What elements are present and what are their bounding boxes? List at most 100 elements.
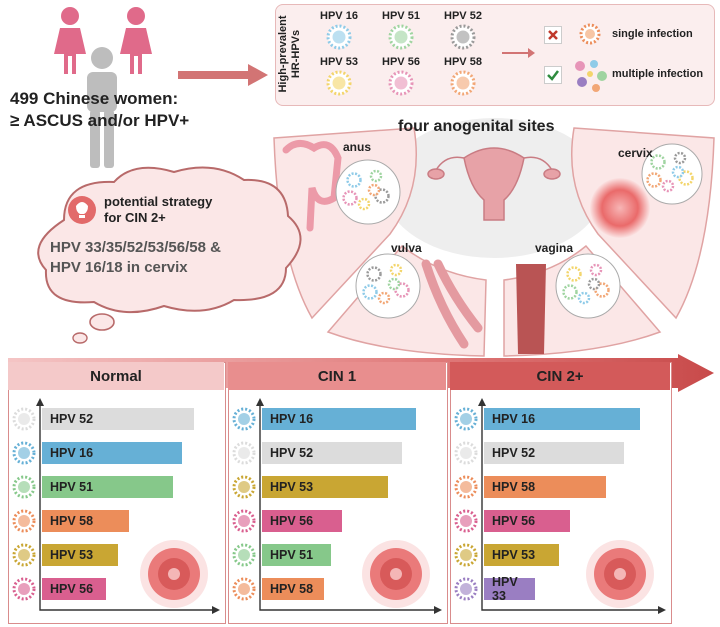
axis-line (259, 404, 436, 611)
virus-dot (577, 291, 591, 305)
chart-axes (256, 398, 442, 614)
bar: HPV 56 (262, 510, 342, 532)
bar: HPV 53 (262, 476, 388, 498)
virus-dot (369, 169, 383, 183)
virus-dot (374, 188, 390, 204)
hpv-type-cell: HPV 16 (310, 10, 368, 50)
virus-dot (362, 284, 378, 300)
x-axis-arrowhead (212, 606, 220, 614)
uterus-icon (427, 147, 561, 221)
intro-text: 499 Chinese women: ≥ ASCUS and/or HPV+ (10, 88, 189, 132)
bar-label: HPV 16 (50, 446, 94, 460)
virus-dot (377, 291, 391, 305)
virus-icon (388, 24, 414, 50)
virus-icon (232, 509, 256, 533)
bar-label: HPV 52 (50, 412, 94, 426)
virus-icon (232, 577, 256, 601)
bar-label: HPV 16 (270, 412, 314, 426)
strategy-cloud (37, 166, 302, 344)
bar: HPV 58 (42, 510, 129, 532)
virus-dot (587, 277, 601, 291)
virus-icon (454, 543, 478, 567)
intro-line-2: ≥ ASCUS and/or HPV+ (10, 111, 190, 130)
hpv-type-label: HPV 51 (382, 10, 420, 22)
virus-icon (12, 509, 36, 533)
normal-header (8, 362, 224, 390)
woman-icon-right (120, 7, 152, 74)
sites-title: four anogenital sites (398, 118, 555, 135)
bar: HPV 51 (42, 476, 173, 498)
hpv-type-label: HPV 16 (320, 10, 358, 22)
virus-dot (661, 179, 675, 193)
virus-dot (394, 282, 410, 298)
hpv-type-label: HPV 56 (382, 56, 420, 68)
cin1-header (228, 362, 446, 390)
site-virus-dots (342, 151, 694, 305)
y-axis-arrowhead (478, 398, 486, 406)
hpv-type-cell: HPV 58 (434, 56, 492, 96)
hpv-panel-vertical-label: High-prevalent HR-HPVs (277, 15, 302, 93)
axis-line (481, 404, 660, 611)
axis-line (39, 404, 214, 611)
virus-dot (650, 154, 666, 170)
hpv-type-label: HPV 52 (444, 10, 482, 22)
anus-label: anus (343, 140, 372, 154)
bar: HPV 56 (484, 510, 570, 532)
virus-icon (12, 543, 36, 567)
bar: HPV 52 (262, 442, 402, 464)
bar: HPV 58 (262, 578, 324, 600)
hpv-type-cell: HPV 53 (310, 56, 368, 96)
person-icon-gray (87, 47, 117, 168)
bar-label: HPV 58 (50, 514, 94, 528)
virus-dot (673, 151, 687, 165)
virus-dot (562, 284, 578, 300)
virus-dot (678, 170, 694, 186)
bar-label: HPV 53 (270, 480, 314, 494)
virus-icon (232, 441, 256, 465)
y-axis-arrowhead (256, 398, 264, 406)
bar-label: HPV 58 (270, 582, 314, 596)
anogenital-sites-diagram (273, 118, 715, 357)
chart-axes (36, 398, 220, 614)
strategy-body: HPV 33/35/52/53/56/58 & HPV 16/18 in cer… (50, 239, 221, 276)
virus-icon (388, 70, 414, 96)
bar: HPV 16 (484, 408, 640, 430)
virus-dot (346, 172, 362, 188)
cervix-label: cervix (618, 146, 653, 160)
vulva-label: vulva (391, 241, 422, 255)
hpv-type-cell: HPV 51 (372, 10, 430, 50)
virus-icon (12, 577, 36, 601)
bar: HPV 51 (262, 544, 331, 566)
women-illustration (54, 7, 152, 168)
single-virus-icon (579, 23, 601, 45)
intro-line-1: 499 Chinese women: (10, 89, 179, 108)
vagina-label: vagina (535, 241, 574, 255)
multiple-infection-label: multiple infection (612, 68, 704, 80)
bar: HPV 16 (42, 442, 182, 464)
virus-icon (450, 70, 476, 96)
virus-icon (454, 475, 478, 499)
bar-label: HPV 52 (270, 446, 314, 460)
bar: HPV 33 (484, 575, 535, 603)
virus-dot (671, 165, 685, 179)
virus-dot (366, 266, 382, 282)
hpv-type-grid: HPV 16 HPV 51 HPV 52 HPV 53 HPV 56 HPV 58 (310, 10, 500, 102)
virus-icon (232, 543, 256, 567)
hpv-type-cell: HPV 56 (372, 56, 430, 96)
bar-label: HPV 16 (492, 412, 536, 426)
bar-label: HPV 53 (50, 548, 94, 562)
strategy-heading: potential strategy for CIN 2+ (104, 194, 213, 225)
x-axis-arrowhead (658, 606, 666, 614)
bar-label: HPV 56 (270, 514, 314, 528)
virus-icon (450, 24, 476, 50)
virus-icon (12, 475, 36, 499)
bar-label: HPV 56 (50, 582, 94, 596)
bar-label: HPV 58 (492, 480, 536, 494)
virus-icon (326, 70, 352, 96)
bar: HPV 16 (262, 408, 416, 430)
single-infection-label: single infection (612, 28, 693, 40)
bar-label: HPV 51 (270, 548, 314, 562)
bar: HPV 52 (42, 408, 194, 430)
cin2-header (450, 362, 670, 390)
vagina-icon (516, 264, 546, 354)
